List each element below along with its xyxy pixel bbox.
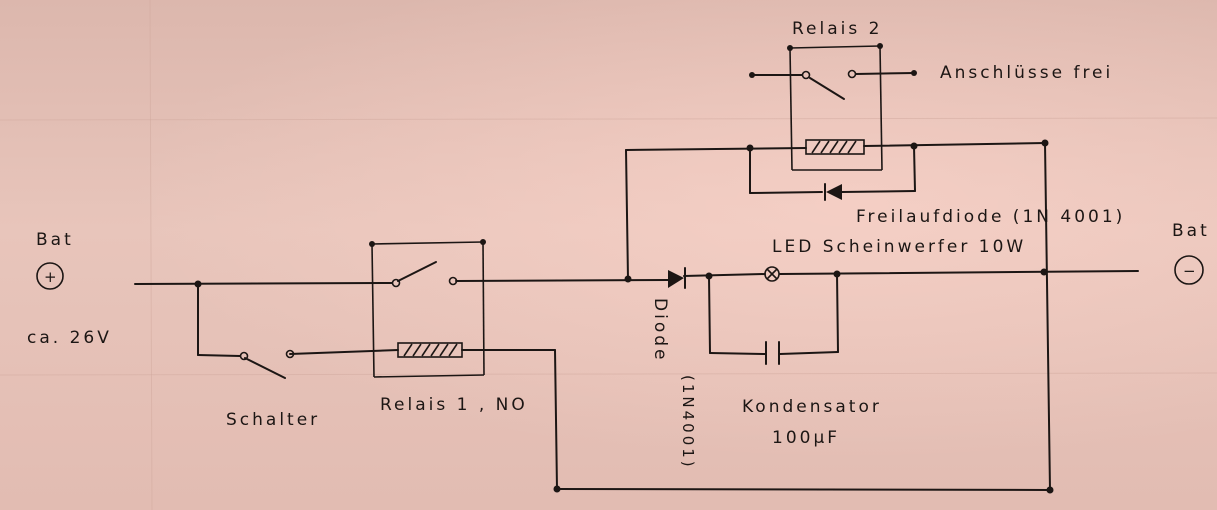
led-label: LED Scheinwerfer 10W [772, 237, 1026, 257]
diode-type-label: (1N4001) [679, 375, 697, 470]
battery-plus-terminal [36, 262, 64, 290]
relay2-symbol [749, 43, 917, 171]
bat-plus-label: Bat [36, 230, 74, 250]
freewheel-diode-symbol [824, 183, 842, 201]
series-diode-symbol [668, 267, 686, 289]
battery-minus-terminal [1174, 255, 1204, 285]
freewheel-diode-label: Freilaufdiode (1N 4001) [856, 207, 1125, 227]
connections-free-label: Anschlüsse frei [940, 63, 1113, 83]
capacitor-label: Kondensator [742, 397, 882, 417]
relay1-symbol [369, 239, 486, 378]
main-wires [134, 142, 1139, 491]
capacitor-value-label: 100µF [772, 428, 840, 448]
bat-minus-label: Bat [1172, 221, 1210, 241]
switch-symbol [239, 349, 295, 379]
junction-dots [194, 139, 1054, 494]
labels: Bat + ca. 26V Bat − Schalter Relais 1 , … [27, 19, 1210, 470]
relay2-label: Relais 2 [792, 19, 882, 39]
capacitor-symbol [765, 341, 780, 365]
led-lamp-symbol [764, 266, 780, 282]
minus-sign: − [1183, 262, 1196, 280]
relay1-label: Relais 1 , NO [380, 395, 528, 415]
voltage-label: ca. 26V [27, 328, 112, 348]
switch-label: Schalter [226, 410, 320, 430]
diode-label: Diode [650, 298, 670, 362]
plus-sign: + [44, 268, 57, 286]
